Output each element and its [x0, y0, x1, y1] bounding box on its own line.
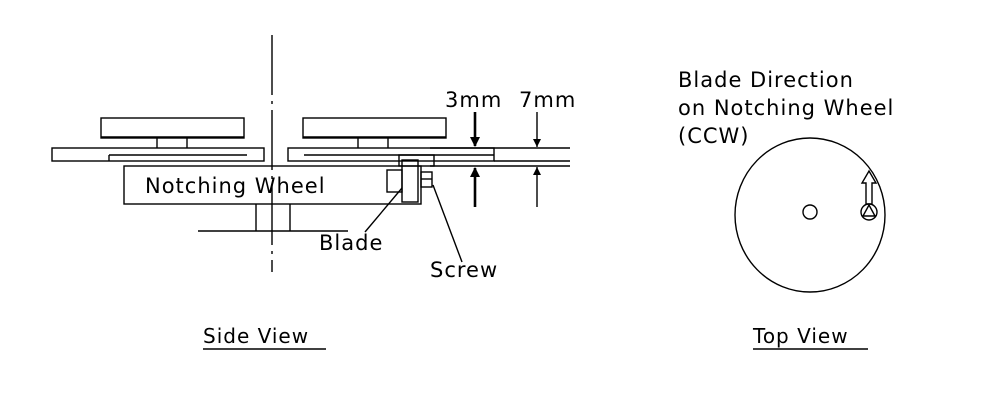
- dim-3mm-label: 3mm: [445, 88, 502, 112]
- screw-leader: [432, 184, 463, 263]
- blade-label: Blade: [319, 231, 383, 255]
- direction-label-line2: on Notching Wheel: [678, 96, 894, 120]
- dim-7mm-label: 7mm: [519, 88, 576, 112]
- direction-arrow-icon: [860, 169, 878, 205]
- blade-mount: [401, 159, 419, 203]
- dim-7mm-upper-arrow: [533, 139, 541, 147]
- notching-wheel-label: Notching Wheel: [145, 174, 326, 198]
- direction-label-line1: Blade Direction: [678, 68, 854, 92]
- blade-triangle-icon: [861, 203, 877, 217]
- blade-holder: [398, 154, 435, 167]
- wheel-top-circle: [734, 137, 886, 293]
- side-view: Notching Wheel Blade Screw 3mm 7mm Side …: [51, 35, 576, 350]
- blade-leader: [364, 187, 403, 233]
- dim-3mm-upper-arrow: [470, 137, 480, 147]
- center-hole: [802, 204, 818, 220]
- right-upper-block: [302, 117, 447, 139]
- left-plate: [51, 147, 265, 162]
- dim-7mm-lower-arrow: [533, 167, 541, 175]
- top-view: Blade Direction on Notching Wheel (CCW) …: [678, 68, 894, 350]
- screw-label: Screw: [430, 258, 498, 282]
- dim-3mm-lower-arrow: [470, 167, 480, 177]
- blade: [386, 169, 403, 193]
- side-view-caption: Side View: [203, 324, 309, 348]
- left-upper-block: [100, 117, 245, 139]
- top-view-caption: Top View: [752, 324, 849, 348]
- direction-label-line3: (CCW): [678, 124, 749, 148]
